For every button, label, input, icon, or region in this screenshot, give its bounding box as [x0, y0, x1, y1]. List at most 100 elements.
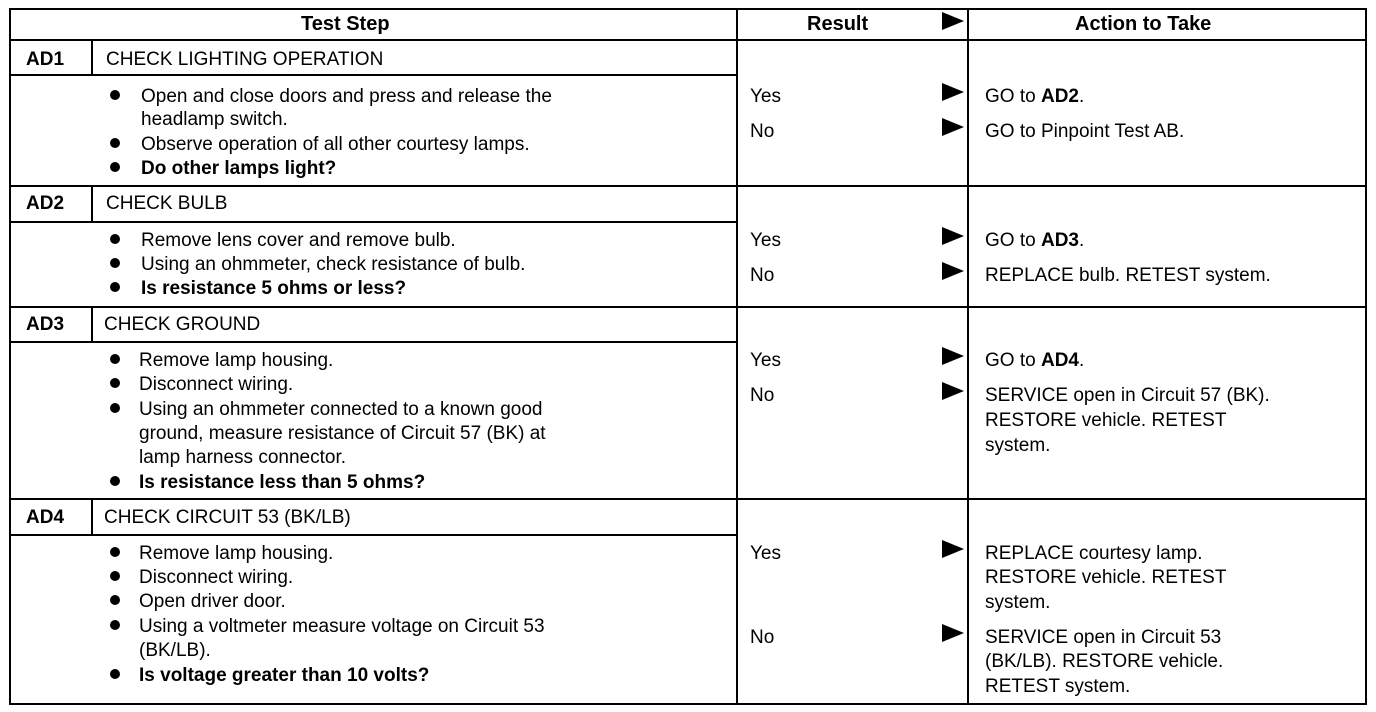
step-title: CHECK GROUND	[104, 314, 261, 335]
right-triangle-arrow-icon	[942, 262, 964, 280]
action-text: GO to AD4.	[985, 350, 1085, 371]
diagnostic-table: Test Step Result Action to Take AD1 CHEC…	[9, 8, 1367, 705]
action-text: (BK/LB). RESTORE vehicle.	[985, 651, 1224, 672]
step-instruction: Using an ohmmeter connected to a known g…	[139, 399, 543, 420]
table-border-top	[9, 8, 1367, 10]
result-label: Yes	[750, 230, 781, 251]
step-title: CHECK LIGHTING OPERATION	[106, 49, 384, 70]
step-instruction: Open driver door.	[139, 591, 286, 612]
action-text: RESTORE vehicle. RETEST	[985, 567, 1227, 588]
bullet-icon	[110, 595, 120, 605]
step-question: Is voltage greater than 10 volts?	[139, 665, 430, 686]
right-triangle-arrow-icon	[942, 12, 964, 30]
step-instruction: Using an ohmmeter, check resistance of b…	[141, 254, 526, 275]
right-triangle-arrow-icon	[942, 118, 964, 136]
bullet-icon	[110, 476, 120, 486]
step-instruction: lamp harness connector.	[139, 447, 347, 468]
bullet-icon	[110, 90, 120, 100]
step-code: AD4	[26, 507, 65, 528]
step-code: AD1	[26, 49, 65, 70]
action-text: SERVICE open in Circuit 57 (BK).	[985, 385, 1270, 406]
action-text: REPLACE bulb. RETEST system.	[985, 265, 1271, 286]
action-text: RESTORE vehicle. RETEST	[985, 410, 1227, 431]
table-border-right	[1365, 8, 1367, 705]
bullet-icon	[110, 571, 120, 581]
step-code-divider	[91, 40, 93, 74]
bullet-icon	[110, 354, 120, 364]
step-instruction: (BK/LB).	[139, 640, 211, 661]
result-label: Yes	[750, 86, 781, 107]
bullet-icon	[110, 258, 120, 268]
step-instruction: Open and close doors and press and relea…	[141, 86, 552, 107]
right-triangle-arrow-icon	[942, 540, 964, 558]
bullet-icon	[110, 547, 120, 557]
bullet-icon	[110, 234, 120, 244]
step-divider	[9, 185, 1367, 187]
step-divider	[9, 306, 1367, 308]
step-title: CHECK CIRCUIT 53 (BK/LB)	[104, 507, 351, 528]
step-code-divider	[91, 187, 93, 221]
result-label: No	[750, 265, 775, 286]
action-text: REPLACE courtesy lamp.	[985, 543, 1203, 564]
step-title-divider	[9, 341, 738, 343]
step-ad1: AD1 CHECK LIGHTING OPERATION Open and cl…	[9, 8, 1367, 705]
step-instruction: Disconnect wiring.	[139, 567, 294, 588]
header-action: Action to Take	[1075, 13, 1212, 35]
step-code-divider	[91, 500, 93, 534]
bullet-icon	[110, 669, 120, 679]
step-ad3: AD3 CHECK GROUND Remove lamp housing. Di…	[9, 8, 1367, 705]
right-triangle-arrow-icon	[942, 83, 964, 101]
step-code: AD3	[26, 314, 65, 335]
step-code-divider	[91, 308, 93, 341]
step-title: CHECK BULB	[106, 193, 228, 214]
action-text: SERVICE open in Circuit 53	[985, 627, 1222, 648]
step-ad2: AD2 CHECK BULB Remove lens cover and rem…	[9, 8, 1367, 705]
right-triangle-arrow-icon	[942, 382, 964, 400]
column-divider-result	[736, 8, 738, 705]
step-instruction: Remove lamp housing.	[139, 350, 334, 371]
result-label: No	[750, 121, 775, 142]
step-instruction: Remove lamp housing.	[139, 543, 334, 564]
step-instruction: Remove lens cover and remove bulb.	[141, 230, 456, 251]
action-text: GO to AD2.	[985, 86, 1085, 107]
bullet-icon	[110, 378, 120, 388]
action-text: system.	[985, 592, 1051, 613]
step-code: AD2	[26, 193, 65, 214]
result-label: No	[750, 385, 775, 406]
header-result: Result	[807, 13, 869, 35]
step-instruction: Disconnect wiring.	[139, 374, 294, 395]
step-title-divider	[9, 221, 738, 223]
step-instruction: headlamp switch.	[141, 109, 288, 130]
step-divider	[9, 498, 1367, 500]
action-text: system.	[985, 435, 1051, 456]
bullet-icon	[110, 282, 120, 292]
step-instruction: Observe operation of all other courtesy …	[141, 134, 530, 155]
table-border-bottom	[9, 703, 1367, 705]
action-text: GO to Pinpoint Test AB.	[985, 121, 1185, 142]
result-label: No	[750, 627, 775, 648]
header-test-step: Test Step	[301, 13, 390, 35]
header-row: Test Step Result Action to Take	[9, 8, 1367, 40]
bullet-icon	[110, 620, 120, 630]
column-divider-action	[967, 8, 969, 705]
step-title-divider	[9, 534, 738, 536]
bullet-icon	[110, 138, 120, 148]
bullet-icon	[110, 403, 120, 413]
step-instruction: ground, measure resistance of Circuit 57…	[139, 423, 546, 444]
step-title-divider	[9, 74, 738, 76]
header-divider	[9, 39, 1367, 41]
step-question: Do other lamps light?	[141, 158, 337, 179]
step-ad4: AD4 CHECK CIRCUIT 53 (BK/LB) Remove lamp…	[9, 8, 1367, 705]
step-question: Is resistance 5 ohms or less?	[141, 278, 407, 299]
step-instruction: Using a voltmeter measure voltage on Cir…	[139, 616, 545, 637]
result-label: Yes	[750, 350, 781, 371]
right-triangle-arrow-icon	[942, 347, 964, 365]
bullet-icon	[110, 162, 120, 172]
result-label: Yes	[750, 543, 781, 564]
step-question: Is resistance less than 5 ohms?	[139, 472, 426, 493]
right-triangle-arrow-icon	[942, 624, 964, 642]
table-border-left	[9, 8, 11, 705]
action-text: RETEST system.	[985, 676, 1131, 697]
action-text: GO to AD3.	[985, 230, 1085, 251]
right-triangle-arrow-icon	[942, 227, 964, 245]
